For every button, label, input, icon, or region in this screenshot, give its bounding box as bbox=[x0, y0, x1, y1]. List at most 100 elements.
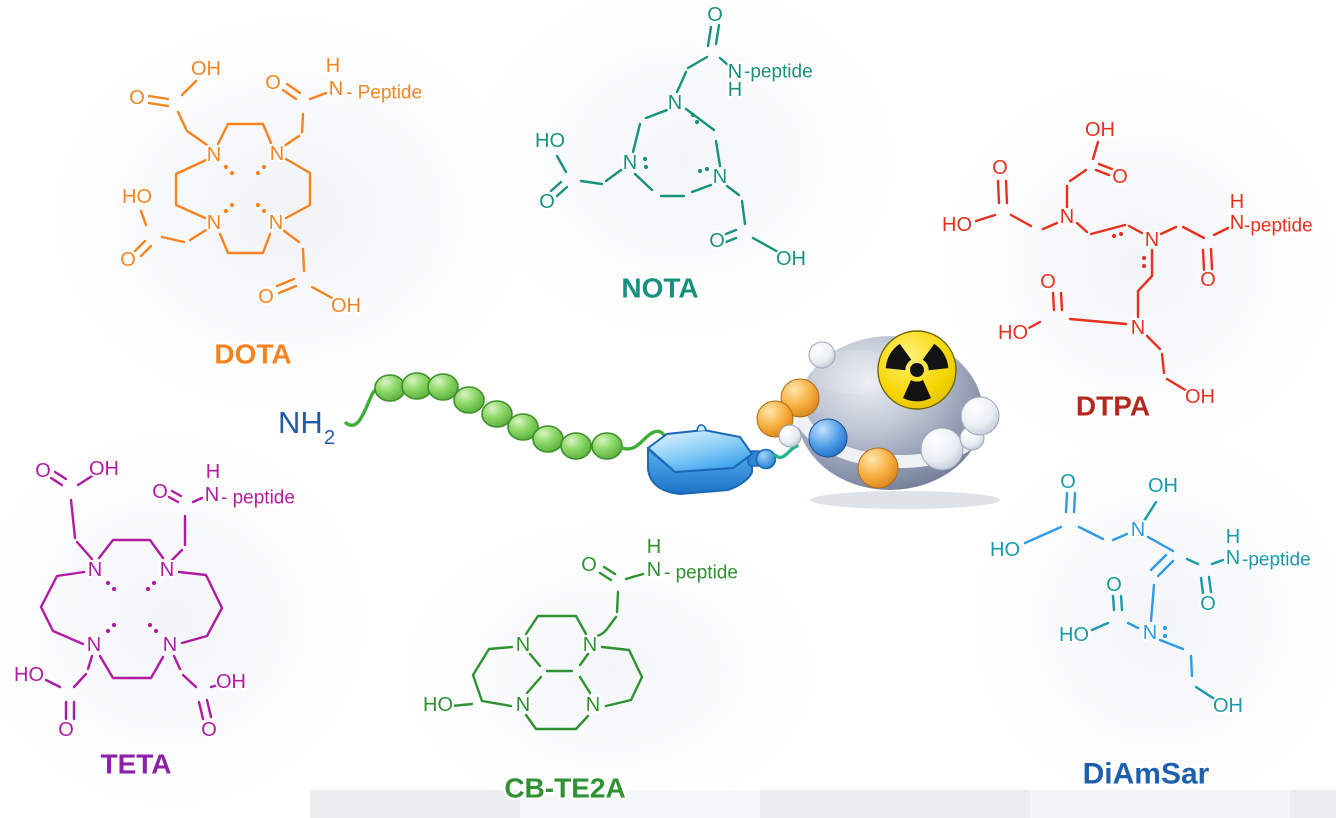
atom-label-n: N bbox=[1131, 317, 1145, 339]
bottom-strip-highlight bbox=[1030, 790, 1290, 818]
peptide-label: -peptide bbox=[1244, 216, 1313, 237]
atom-label-oh: OH bbox=[331, 295, 361, 317]
atom-label-n: N bbox=[1145, 229, 1159, 251]
atom-label-o: O bbox=[1060, 471, 1076, 493]
atom-label-ho: HO bbox=[14, 664, 44, 686]
atom-label-o: O bbox=[1112, 166, 1128, 188]
atom-label-h: H bbox=[1230, 191, 1244, 213]
peptide-label: -peptide bbox=[744, 62, 813, 83]
atom-label-o: O bbox=[35, 460, 51, 482]
atom-label-n: N bbox=[713, 166, 727, 188]
atom-label-oh: OH bbox=[776, 248, 806, 270]
cbte2a-name-label: CB-TE2A bbox=[504, 773, 625, 804]
teta-name-label: TETA bbox=[100, 749, 171, 780]
atom-label-h: H bbox=[326, 55, 340, 77]
atom-label-o: O bbox=[120, 249, 136, 271]
diamsar-name-label: DiAmSar bbox=[1083, 758, 1210, 791]
atom-label-h: H bbox=[647, 536, 661, 558]
peptide-label: - peptide bbox=[664, 563, 738, 584]
dota-structure: OH O HO O N N N N O H N - Peptide O OH D… bbox=[118, 53, 424, 372]
atom-label-o: O bbox=[539, 191, 555, 213]
atom-label-o: O bbox=[1106, 574, 1122, 596]
atom-label-o: O bbox=[992, 157, 1008, 179]
chelator-notch bbox=[696, 424, 707, 432]
atom-label-n: N bbox=[623, 152, 637, 174]
atom-label-o: O bbox=[707, 4, 723, 26]
peptide-bead bbox=[507, 413, 539, 441]
atom-label-n: N bbox=[1230, 212, 1244, 234]
peptide-bead bbox=[532, 425, 564, 453]
diamsar-lone-pairs bbox=[1162, 625, 1168, 639]
white-sphere bbox=[778, 424, 802, 448]
atom-label-o: O bbox=[581, 554, 597, 576]
atom-label-n: N bbox=[207, 212, 221, 234]
dtpa-structure: OH O O HO N N H N -peptide O O HO N OH D… bbox=[940, 117, 1315, 424]
atom-label-o: O bbox=[129, 87, 145, 109]
dota-name-label: DOTA bbox=[214, 339, 291, 370]
atom-label-n: N bbox=[163, 634, 177, 656]
atom-label-o: O bbox=[1200, 269, 1216, 291]
atom-label-n: N bbox=[87, 634, 101, 656]
peptide-bead bbox=[560, 432, 592, 460]
atom-label-o: O bbox=[1200, 593, 1216, 615]
radiolabeled-peptide-illustration: NH 2 bbox=[278, 330, 1000, 509]
atom-label-n: N bbox=[647, 559, 661, 581]
atom-label-h: H bbox=[206, 461, 220, 483]
teta-lone-pairs bbox=[105, 580, 159, 634]
dota-bonds bbox=[133, 79, 334, 300]
teta-bonds bbox=[39, 470, 224, 721]
atom-label-ho: HO bbox=[998, 322, 1028, 344]
cbte2a-bonds bbox=[450, 565, 645, 731]
atom-label-oh: OH bbox=[89, 458, 119, 480]
atom-label-ho: HO bbox=[990, 539, 1020, 561]
diamsar-structure: O HO OH N H N -peptide O O HO N OH DiAmS… bbox=[988, 469, 1313, 793]
atom-label-ho: HO bbox=[122, 186, 152, 208]
peptide-label: - Peptide bbox=[346, 83, 422, 104]
coordination-spheres bbox=[756, 341, 1000, 489]
atom-label-oh: OH bbox=[1085, 119, 1115, 141]
teta-structure: O OH H O N - peptide N N N N HO O OH O T… bbox=[12, 456, 297, 782]
dtpa-bonds bbox=[974, 140, 1230, 393]
nota-structure: O H N -peptide N N N HO O O OH NOTA bbox=[533, 2, 815, 306]
atom-label-o: O bbox=[709, 230, 725, 252]
radiation-icon bbox=[877, 330, 957, 410]
atom-label-o: O bbox=[265, 72, 281, 94]
atom-label-n: N bbox=[516, 694, 530, 716]
white-sphere bbox=[920, 427, 964, 471]
atom-label-o: O bbox=[201, 719, 217, 741]
nota-name-label: NOTA bbox=[621, 273, 698, 304]
atom-label-n: N bbox=[668, 92, 682, 114]
atom-label-n: N bbox=[1060, 206, 1074, 228]
diamsar-bonds bbox=[1023, 491, 1225, 702]
atom-label-o: O bbox=[152, 481, 168, 503]
orange-sphere bbox=[857, 447, 899, 489]
atom-label-n: N bbox=[586, 694, 600, 716]
cbte2a-structure: O H N - peptide HO N N N N CB-TE2A bbox=[421, 534, 740, 806]
atom-label-n: N bbox=[88, 559, 102, 581]
chelate-linker-squiggle bbox=[773, 444, 799, 460]
atom-label-o: O bbox=[258, 286, 274, 308]
atom-label-oh: OH bbox=[1148, 475, 1178, 497]
atom-label-ho: HO bbox=[942, 214, 972, 236]
peptide-label: - peptide bbox=[221, 488, 295, 509]
atom-label-n: N bbox=[207, 144, 221, 166]
atom-label-ho: HO bbox=[423, 694, 453, 716]
bottom-strip-highlight bbox=[520, 790, 760, 818]
chelator-knob bbox=[755, 448, 777, 470]
atom-label-o: O bbox=[1040, 271, 1056, 293]
amine-label: NH bbox=[278, 405, 323, 440]
atom-label-n: N bbox=[270, 143, 284, 165]
peptide-bead bbox=[374, 374, 406, 402]
dtpa-name-label: DTPA bbox=[1076, 391, 1150, 422]
peptide-chain bbox=[374, 372, 623, 460]
sphere-shadow bbox=[810, 491, 1000, 509]
white-sphere bbox=[808, 341, 836, 369]
atom-label-n: N bbox=[269, 212, 283, 234]
atom-label-n: N bbox=[1131, 519, 1145, 541]
atom-label-h: H bbox=[1226, 526, 1240, 548]
orange-sphere bbox=[780, 378, 820, 418]
blue-sphere bbox=[808, 418, 848, 458]
atom-label-ho: HO bbox=[535, 130, 565, 152]
nota-bonds bbox=[549, 23, 780, 254]
